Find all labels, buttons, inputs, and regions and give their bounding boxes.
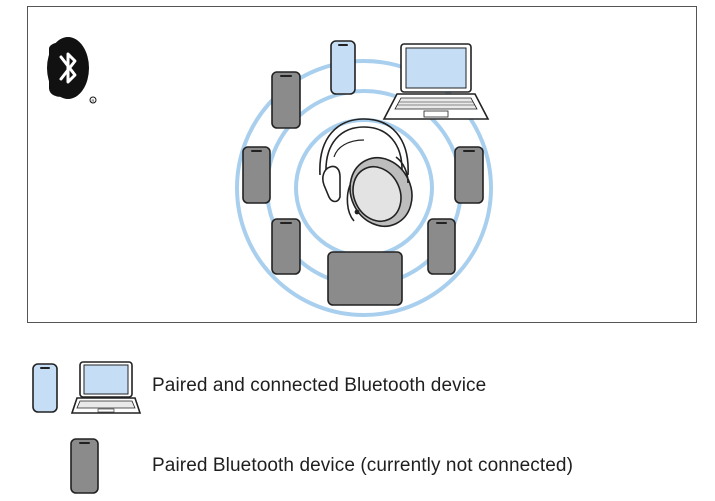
legend-icons-paired bbox=[70, 438, 99, 494]
bluetooth-logo-icon: R bbox=[47, 37, 97, 104]
signal-ring-outer bbox=[235, 59, 493, 317]
phone-connected-icon bbox=[32, 363, 58, 413]
legend-label-paired: Paired Bluetooth device (currently not c… bbox=[152, 455, 574, 476]
device-phone-right bbox=[454, 146, 484, 204]
phone-paired-icon bbox=[70, 438, 99, 494]
device-phone-top bbox=[330, 40, 356, 95]
legend-icons-connected bbox=[32, 361, 142, 414]
legend-row-connected: Paired and connected Bluetooth device bbox=[0, 355, 715, 415]
diagram-frame: R bbox=[27, 6, 697, 323]
device-tablet-bottom bbox=[327, 251, 403, 306]
device-phone-lower-right bbox=[427, 218, 456, 275]
laptop-connected-icon bbox=[70, 361, 142, 414]
device-phone-left bbox=[242, 146, 271, 204]
svg-text:R: R bbox=[92, 98, 95, 103]
device-laptop-top-right bbox=[382, 43, 490, 120]
device-phone-upper-left bbox=[271, 71, 301, 129]
legend-label-connected: Paired and connected Bluetooth device bbox=[152, 375, 487, 396]
legend-row-paired: Paired Bluetooth device (currently not c… bbox=[0, 433, 715, 494]
device-phone-lower-left bbox=[271, 218, 301, 275]
bluetooth-network-diagram: R bbox=[47, 37, 493, 317]
headphones-icon bbox=[319, 118, 413, 227]
